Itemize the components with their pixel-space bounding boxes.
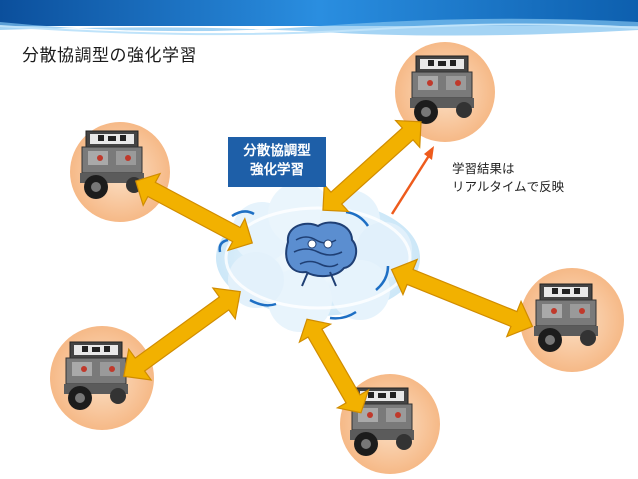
brain-icon	[285, 221, 358, 287]
double-arrow-bottom	[298, 318, 370, 414]
center-label: 分散協調型 強化学習	[228, 137, 326, 187]
feedback-note: 学習結果は リアルタイムで反映	[452, 160, 564, 196]
double-arrow-top-left	[134, 172, 254, 252]
note-line: 学習結果は	[452, 161, 515, 176]
double-arrow-right	[390, 258, 534, 338]
swirl-arrows	[218, 210, 390, 320]
feedback-arrow	[390, 146, 434, 215]
center-label-line: 分散協調型	[243, 143, 311, 159]
header-banner	[0, 0, 638, 36]
center-label-line: 強化学習	[250, 162, 304, 178]
note-line: リアルタイムで反映	[452, 179, 565, 194]
double-arrow-bottom-left	[123, 287, 241, 381]
slide-title: 分散協調型の強化学習	[22, 46, 197, 66]
cloud-icon	[216, 182, 420, 332]
double-arrow-top-right	[322, 119, 422, 213]
